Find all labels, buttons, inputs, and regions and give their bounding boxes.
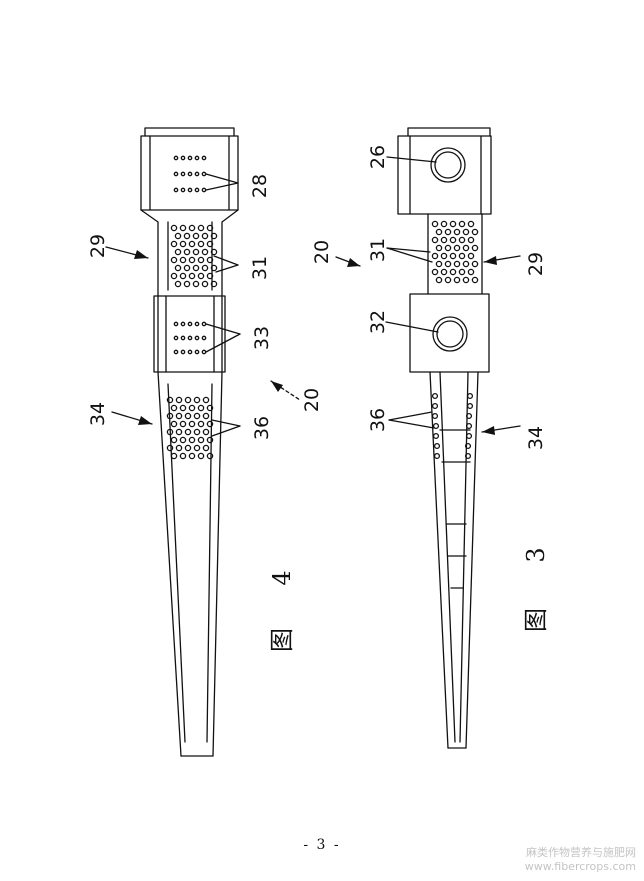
watermark-line-1: 麻类作物营养与施肥网 xyxy=(526,846,636,859)
ref-34: 34 xyxy=(525,426,547,450)
figure-3-circle-32 xyxy=(432,316,468,352)
figure-4-holes-28 xyxy=(173,155,207,193)
ref-28: 28 xyxy=(249,174,271,198)
watermark-line-2: www.fibercrops.com xyxy=(524,860,636,873)
figure-3-caption-num: 3 xyxy=(522,547,550,562)
ref-20: 20 xyxy=(311,240,333,264)
ref-34: 34 xyxy=(87,402,109,426)
figure-3-caption: 3 图 xyxy=(522,547,550,632)
figure-4-labels: 28 29 31 33 34 36 20 xyxy=(87,174,323,440)
ref-26: 26 xyxy=(367,145,389,169)
figure-4-device xyxy=(140,127,239,757)
figure-4-caption: 4 图 xyxy=(268,570,296,652)
figure-4-caption-char: 图 xyxy=(268,628,296,652)
ref-36: 36 xyxy=(251,416,273,440)
figure-3-device xyxy=(397,127,492,749)
figure-4-arrowheads xyxy=(134,250,283,425)
figure-3-arrowheads xyxy=(347,256,497,435)
ref-29: 29 xyxy=(87,234,109,258)
ref-33: 33 xyxy=(251,326,273,350)
figure-4-holes-33 xyxy=(173,321,207,355)
ref-31: 31 xyxy=(367,238,389,262)
figure-4-caption-num: 4 xyxy=(268,570,296,585)
figure-4-holes-36 xyxy=(166,396,214,460)
figure-4-leader-lines xyxy=(105,173,301,437)
ref-32: 32 xyxy=(367,310,389,334)
figure-3-holes-31 xyxy=(431,220,479,284)
figure-3-holes-36 xyxy=(431,392,474,460)
figure-4-holes-31 xyxy=(170,224,218,288)
figure-3-labels: 26 20 31 29 32 36 34 xyxy=(311,145,547,450)
page-number: - 3 - xyxy=(303,837,341,853)
watermark: 麻类作物营养与施肥网 www.fibercrops.com xyxy=(525,846,636,874)
ref-31: 31 xyxy=(249,256,271,280)
ref-29: 29 xyxy=(525,252,547,276)
ref-36: 36 xyxy=(367,408,389,432)
figure-3-circle-26 xyxy=(430,147,466,183)
figure-3-caption-char: 图 xyxy=(522,608,550,632)
ref-20: 20 xyxy=(301,388,323,412)
